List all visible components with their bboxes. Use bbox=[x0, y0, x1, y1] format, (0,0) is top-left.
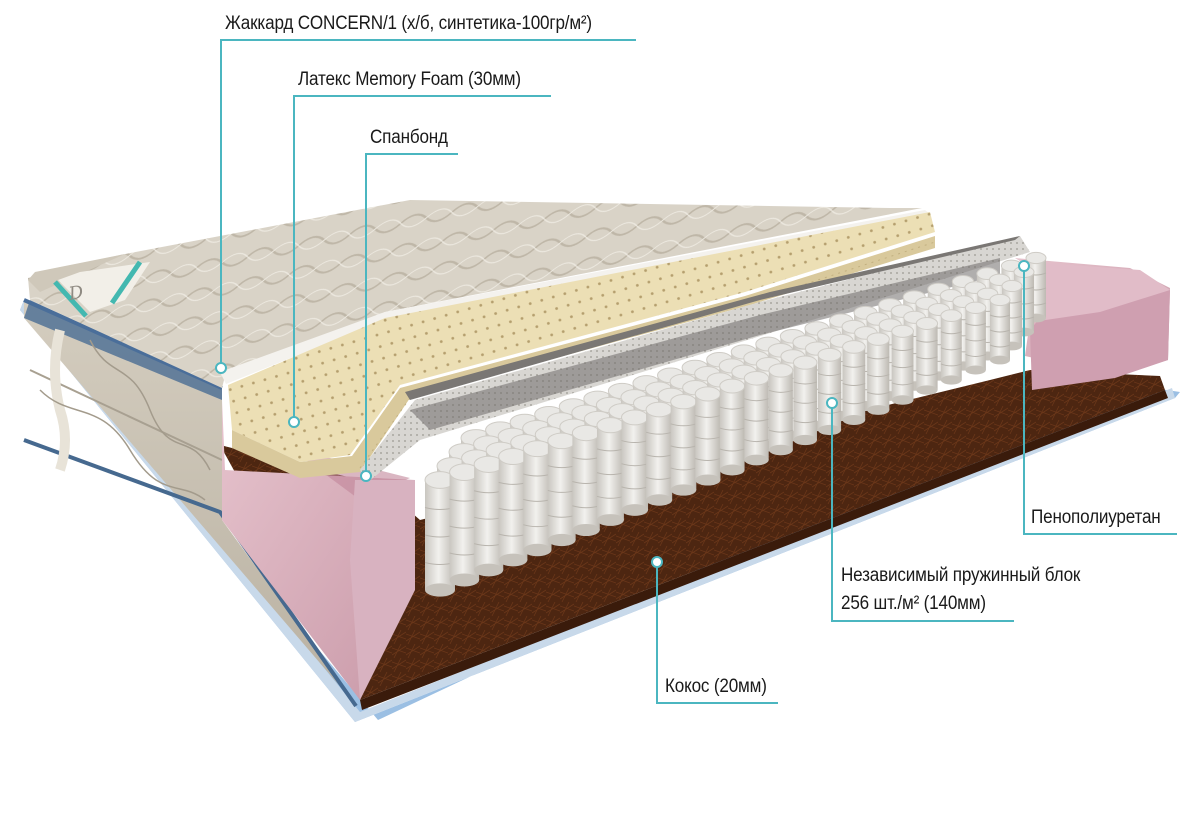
leader-jacquard bbox=[220, 39, 636, 368]
coconut-layer bbox=[220, 370, 1168, 710]
marker-spunbond bbox=[360, 470, 372, 482]
label-spring-block-line1: Независимый пружинный блок bbox=[841, 565, 1081, 586]
spring-block bbox=[424, 251, 1047, 597]
foam-right bbox=[1015, 258, 1170, 390]
handle bbox=[50, 328, 70, 472]
marker-spring-block bbox=[826, 397, 838, 409]
label-latex: Латекс Memory Foam (30мм) bbox=[298, 69, 521, 90]
marker-latex bbox=[288, 416, 300, 428]
label-spring-block-line2: 256 шт./м² (140мм) bbox=[841, 593, 986, 614]
leader-lines bbox=[215, 39, 1177, 704]
svg-text:D: D bbox=[66, 282, 85, 305]
marker-jacquard bbox=[215, 362, 227, 374]
leader-coconut bbox=[656, 562, 778, 704]
leader-latex bbox=[293, 95, 551, 422]
leader-spring-block bbox=[831, 403, 1014, 622]
leader-spunbond bbox=[365, 153, 458, 476]
label-spunbond: Спанбонд bbox=[370, 127, 448, 148]
marker-coconut bbox=[651, 556, 663, 568]
cover-side bbox=[23, 298, 358, 708]
spunbond-layer bbox=[360, 236, 1030, 482]
label-coconut: Кокос (20мм) bbox=[665, 676, 767, 697]
marker-polyurethane bbox=[1018, 260, 1030, 272]
label-polyurethane: Пенополиуретан bbox=[1031, 507, 1161, 528]
label-jacquard: Жаккард CONCERN/1 (х/б, синтетика-100гр/… bbox=[225, 13, 592, 34]
leader-polyurethane bbox=[1023, 266, 1177, 535]
